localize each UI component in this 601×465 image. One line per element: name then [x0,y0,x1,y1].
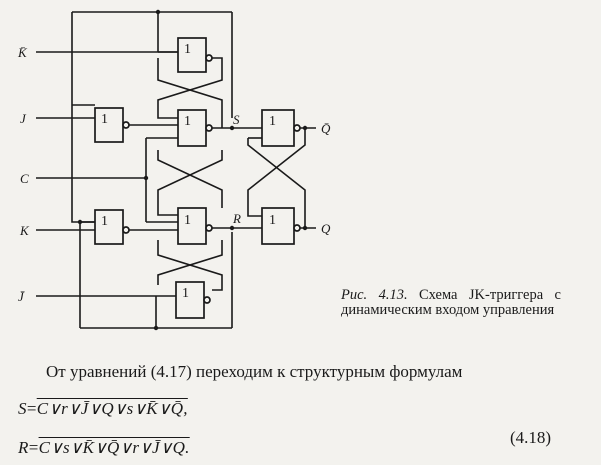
input-j-label: J [20,111,27,126]
equation-r-rhs: C∨s∨K̄∨Q̄∨r∨J̄∨Q. [38,438,190,457]
gate-bottom: 1 [175,281,211,319]
output-q-bar-label: Q̄ [321,121,331,136]
equation-r-lhs: R [18,438,29,457]
node-labels: S R Q̄ Q [232,112,331,236]
input-k-label: K [19,223,30,238]
gate-label: 1 [184,213,191,228]
equation-s-lhs: S [18,399,27,418]
gate-s: 1 [177,109,213,147]
gate-q-bar: 1 [261,109,301,147]
figure-caption: Рис. 4.13. Схема JK-триггера с динамичес… [341,288,561,318]
input-labels: K̄ J C K J̄ [17,45,30,304]
equation-r: R=C∨s∨K̄∨Q̄∨r∨J̄∨Q. [18,438,190,458]
output-q-label: Q [321,221,331,236]
gate-label: 1 [182,286,189,301]
gate-j-input: 1 [94,107,130,143]
input-c-label: C [20,171,29,186]
figure-number: Рис. 4.13. [341,287,408,303]
equation-r-equals: = [28,438,39,457]
equation-s-rhs: C∨r∨J̄∨Q∨s∨K̄∨Q̄, [36,399,188,418]
equation-s-equals: = [26,399,37,418]
gate-label: 1 [184,114,191,129]
gate-label: 1 [101,214,108,229]
body-paragraph: От уравнений (4.17) переходим к структур… [46,362,463,381]
gate-q: 1 [261,207,301,245]
node-r-label: R [232,211,241,226]
equation-number: (4.18) [510,428,552,447]
gate-label: 1 [269,213,276,228]
caption-text: Схема JK-триггера с динамическим входом … [341,287,561,318]
node-s-label: S [233,112,240,127]
gate-top: 1 [177,37,213,73]
gate-label: 1 [184,42,191,57]
input-wires [36,51,178,297]
gate-label: 1 [101,112,108,127]
equation-s: S=C∨r∨J̄∨Q∨s∨K̄∨Q̄, [18,399,188,419]
internal-wires [124,57,316,291]
input-k-bar-label: K̄ [17,45,28,60]
gate-r: 1 [177,207,213,245]
jk-trigger-circuit: 1 1 1 1 1 1 1 1 K̄ J C K J̄ [17,9,331,331]
junctions [77,9,308,331]
gate-label: 1 [269,114,276,129]
gate-k-input: 1 [94,209,130,245]
input-j-bar-label: J̄ [18,289,26,304]
